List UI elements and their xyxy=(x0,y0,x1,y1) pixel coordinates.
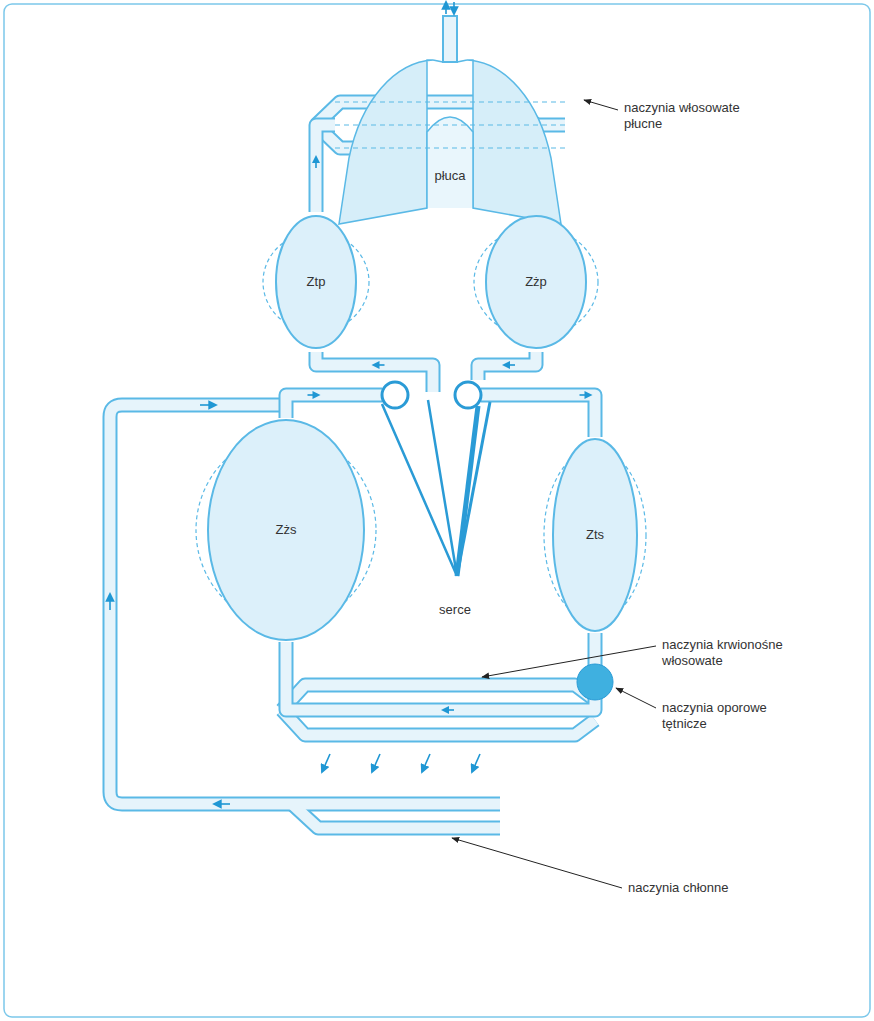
lymph-vessels xyxy=(110,405,500,828)
vessel-lumen xyxy=(286,395,370,418)
node-label: Ztp xyxy=(307,274,326,290)
node-label: Zżp xyxy=(525,274,547,290)
vessel-wall xyxy=(316,352,433,380)
vessel-lumen xyxy=(540,395,595,437)
flow-arrow-shaft xyxy=(580,394,586,396)
heart-symbol: serce xyxy=(370,380,540,620)
blood-vessel xyxy=(312,125,335,212)
blood-vessel xyxy=(540,391,595,437)
flow-arrowhead xyxy=(441,706,449,714)
vessel-wall xyxy=(286,395,370,418)
node-label: serce xyxy=(439,602,471,618)
blood-vessel xyxy=(286,391,370,418)
vessel-lumen xyxy=(286,633,595,710)
flow-arrow-shaft xyxy=(509,364,515,366)
vessel-wall xyxy=(286,633,595,710)
trachea xyxy=(443,16,457,62)
node-label: Zts xyxy=(586,527,604,543)
resistance-vessels xyxy=(577,664,613,700)
flow-arrow-shaft xyxy=(315,162,317,168)
flow-arrowhead xyxy=(372,361,380,369)
vessel-wall xyxy=(478,352,536,380)
reservoir-ellipse: Zts xyxy=(543,437,647,633)
flow-arrow-shaft xyxy=(448,709,454,711)
frame xyxy=(4,4,870,1017)
blood-vessel xyxy=(316,352,433,380)
part-label: naczynia krwionośne włosowate xyxy=(662,637,812,669)
flow-arrowhead xyxy=(585,391,593,399)
node-shape xyxy=(370,380,540,620)
blood-vessel xyxy=(478,352,536,380)
flow-arrowhead xyxy=(313,391,321,399)
flow-arrow-shaft xyxy=(308,394,314,396)
vessel-lumen xyxy=(478,352,536,380)
reservoir-ellipse: Ztp xyxy=(261,212,371,352)
flow-arrow-shaft xyxy=(379,364,385,366)
blood-vessel xyxy=(286,633,595,714)
lungs-organ: płuca xyxy=(335,40,565,230)
vessel-lumen xyxy=(316,352,433,380)
vessel-lumen xyxy=(316,125,335,212)
part-label: naczynia włosowate płucne xyxy=(624,100,764,132)
part-label: naczynia oporowe tętnicze xyxy=(662,700,787,732)
flow-arrows xyxy=(110,2,480,804)
vessel-wall xyxy=(316,125,335,212)
node-shape xyxy=(335,40,565,230)
flow-arrowhead xyxy=(502,361,510,369)
node-label: płuca xyxy=(434,168,465,184)
vessel-wall xyxy=(540,395,595,437)
reservoir-ellipse: Zżp xyxy=(471,212,601,352)
node-label: Zżs xyxy=(276,522,297,538)
flow-arrowhead xyxy=(312,155,320,163)
part-label: naczynia chłonne xyxy=(628,880,798,896)
reservoir-ellipse: Zżs xyxy=(194,418,378,642)
